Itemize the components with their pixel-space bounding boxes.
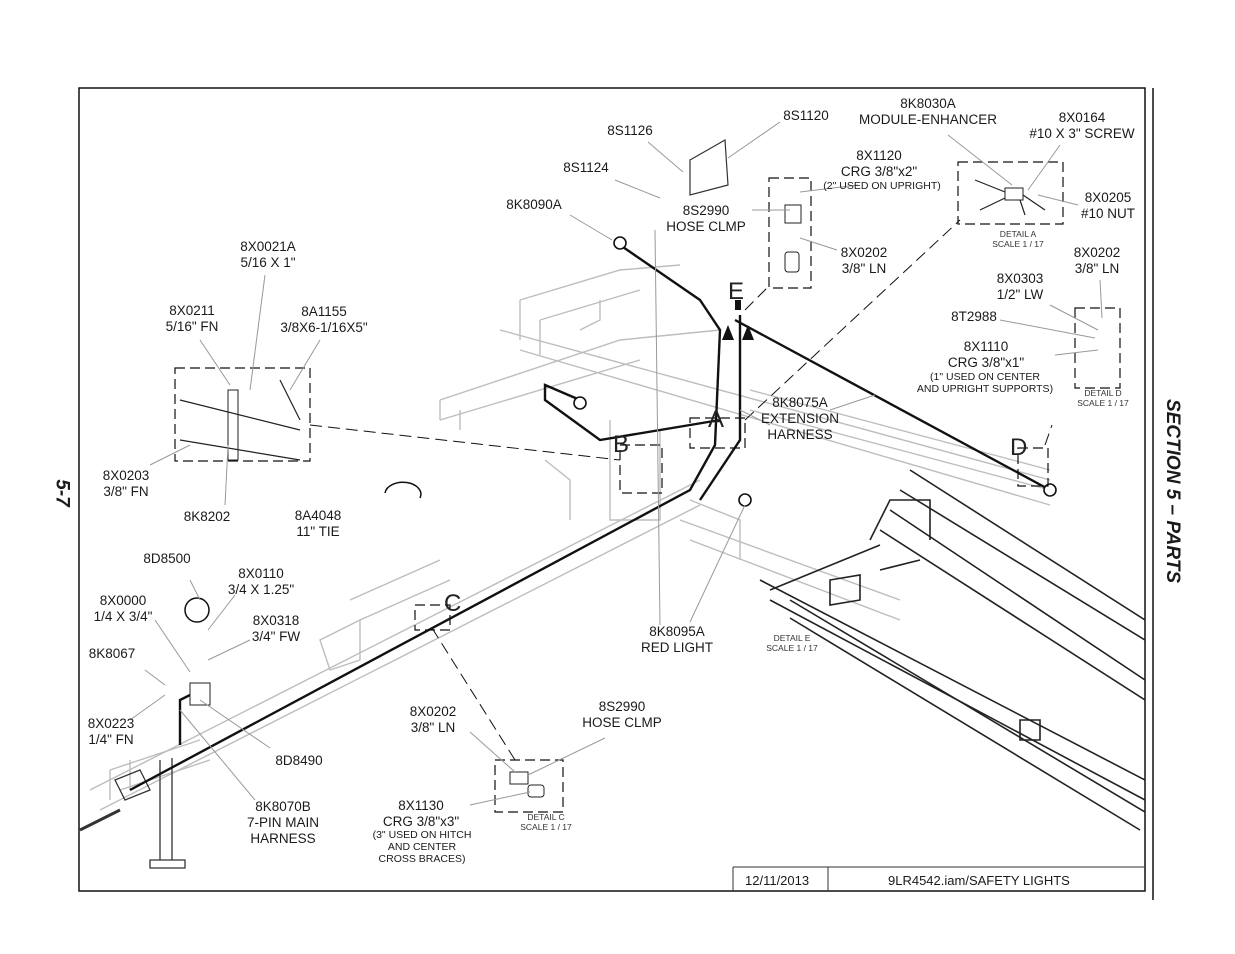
- detail-leaders: [309, 219, 1053, 761]
- callout-8x0164: 8X0164#10 X 3" SCREW: [1029, 110, 1135, 141]
- detail-letter-a: A: [708, 406, 725, 433]
- hitch-jack: [79, 758, 186, 869]
- detail-hardware: [189, 187, 1024, 798]
- callout-8d8490: 8D8490: [275, 753, 323, 768]
- callout-8t2988: 8T2988: [951, 309, 997, 324]
- title-block-file: 9LR4542.iam/SAFETY LIGHTS: [888, 873, 1070, 888]
- callout-8s1126: 8S1126: [607, 123, 653, 138]
- wing-frame: [759, 469, 1146, 831]
- callout-8k8202: 8K8202: [183, 509, 231, 524]
- detail-frames: [174, 161, 1121, 813]
- light-ring: [184, 597, 210, 623]
- callout-8s1124: 8S1124: [563, 160, 609, 175]
- title-block-frame: [732, 866, 1145, 891]
- tie-wrap: [384, 481, 422, 499]
- detail-wires: [179, 179, 1046, 461]
- drawing-border: [78, 87, 1146, 892]
- implement-frame: [89, 264, 1051, 811]
- section-title: SECTION 5 – PARTS: [1162, 398, 1183, 584]
- callout-8d8500: 8D8500: [143, 551, 191, 566]
- wiring-harness: [129, 244, 1051, 792]
- callout-8k8090a: 8K8090A: [506, 197, 562, 212]
- leader-lines: [129, 121, 1103, 806]
- detail-letter-d: D: [1010, 434, 1028, 461]
- title-block-date: 12/11/2013: [745, 873, 810, 888]
- detail-letter-e: E: [728, 278, 745, 305]
- callout-8k8067: 8K8067: [88, 646, 136, 661]
- detail-letter-c: C: [444, 590, 462, 617]
- callout-8x0205: 8X0205#10 NUT: [1080, 190, 1136, 221]
- detail-letter-b: B: [613, 431, 630, 458]
- view-arrows: [722, 300, 754, 340]
- reflector-sign: [689, 139, 729, 196]
- callout-8s1120: 8S1120: [783, 108, 829, 123]
- callout-8x1120-note: (2" USED ON UPRIGHT): [823, 180, 941, 192]
- page-number: 5-7: [51, 479, 73, 507]
